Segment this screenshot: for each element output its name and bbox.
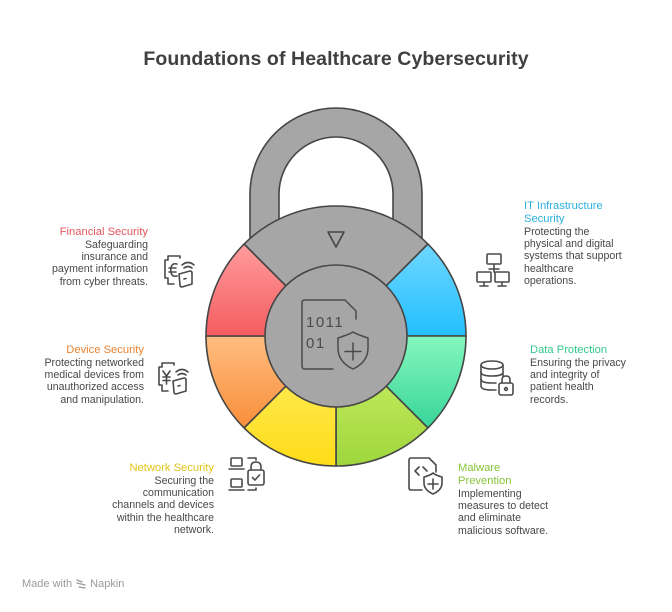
code-file-shield-icon (404, 452, 448, 496)
financial-security-title: Financial Security (59, 226, 148, 238)
device-security-block: Device Security Protecting networked med… (38, 344, 144, 406)
network-security-desc-4: within the healthcare (116, 511, 214, 524)
device-security-desc-2: medical devices from (44, 369, 145, 382)
laptops-lock-icon (224, 452, 268, 496)
data-protection-desc-1: Ensuring the privacy (530, 357, 626, 369)
malware-prevention-desc-2: measures to detect (458, 500, 549, 513)
network-security-block: Network Security Securing the communicat… (110, 462, 214, 536)
device-security-desc-4: and manipulation. (60, 393, 144, 406)
malware-prevention-title-1: Malware (458, 462, 501, 474)
binary-row-1: 1011 (306, 314, 344, 331)
malware-prevention-title-2: Prevention (458, 475, 512, 487)
network-security-desc-2: communication (142, 487, 214, 500)
financial-security-desc-4: from cyber threats. (59, 275, 148, 288)
financial-security-desc-1: Safeguarding (84, 239, 148, 251)
page-title: Foundations of Healthcare Cybersecurity (143, 48, 529, 70)
data-protection-title: Data Protection (530, 344, 608, 356)
keyhole-triangle-icon (327, 231, 345, 248)
euro-wallet-icon (160, 250, 200, 290)
data-protection-desc-4: records. (530, 393, 569, 406)
binary-file-shield-icon: 1011 01 (301, 299, 369, 370)
device-security-title: Device Security (66, 344, 144, 356)
made-with-label: Made with (22, 578, 73, 590)
napkin-brand: Napkin (90, 578, 125, 590)
it-infrastructure-title-2: Security (524, 213, 565, 225)
it-infrastructure-desc-1: Protecting the (524, 226, 590, 238)
lock-shackle (249, 107, 423, 246)
database-lock-icon (476, 356, 520, 400)
yen-wallet-icon (154, 357, 194, 397)
it-infrastructure-desc-2: physical and digital (524, 238, 614, 251)
malware-prevention-desc-3: and eliminate (458, 512, 522, 525)
network-security-desc-5: network. (173, 523, 214, 536)
network-security-title: Network Security (129, 462, 214, 474)
made-with-napkin[interactable]: Made with Napkin (22, 578, 124, 590)
device-security-desc-1: Protecting networked (44, 357, 144, 369)
financial-security-desc-2: insurance and (81, 251, 148, 264)
network-computers-icon (474, 250, 514, 290)
device-security-desc-3: unauthorized access (46, 381, 144, 394)
data-protection-desc-2: and integrity of (530, 369, 600, 382)
it-infrastructure-desc-3: systems that support (524, 250, 622, 263)
it-infrastructure-desc-4: healthcare (524, 262, 574, 275)
network-security-desc-1: Securing the (154, 475, 214, 487)
it-infrastructure-block: IT Infrastructure Security Protecting th… (524, 200, 638, 287)
data-protection-block: Data Protection Ensuring the privacy and… (530, 344, 640, 406)
napkin-logo-icon (76, 579, 86, 589)
malware-prevention-desc-4: malicious software. (458, 524, 549, 537)
malware-prevention-block: Malware Prevention Implementing measures… (458, 462, 568, 537)
lock-center-circle (264, 264, 408, 408)
binary-row-2: 01 (306, 335, 326, 352)
it-infrastructure-title-1: IT Infrastructure (524, 200, 603, 212)
malware-prevention-desc-1: Implementing (458, 488, 522, 500)
network-security-desc-3: channels and devices (112, 499, 214, 512)
financial-security-block: Financial Security Safeguarding insuranc… (40, 226, 148, 288)
it-infrastructure-desc-5: operations. (524, 274, 577, 287)
financial-security-desc-3: payment information (52, 263, 148, 276)
data-protection-desc-3: patient health (530, 381, 594, 394)
